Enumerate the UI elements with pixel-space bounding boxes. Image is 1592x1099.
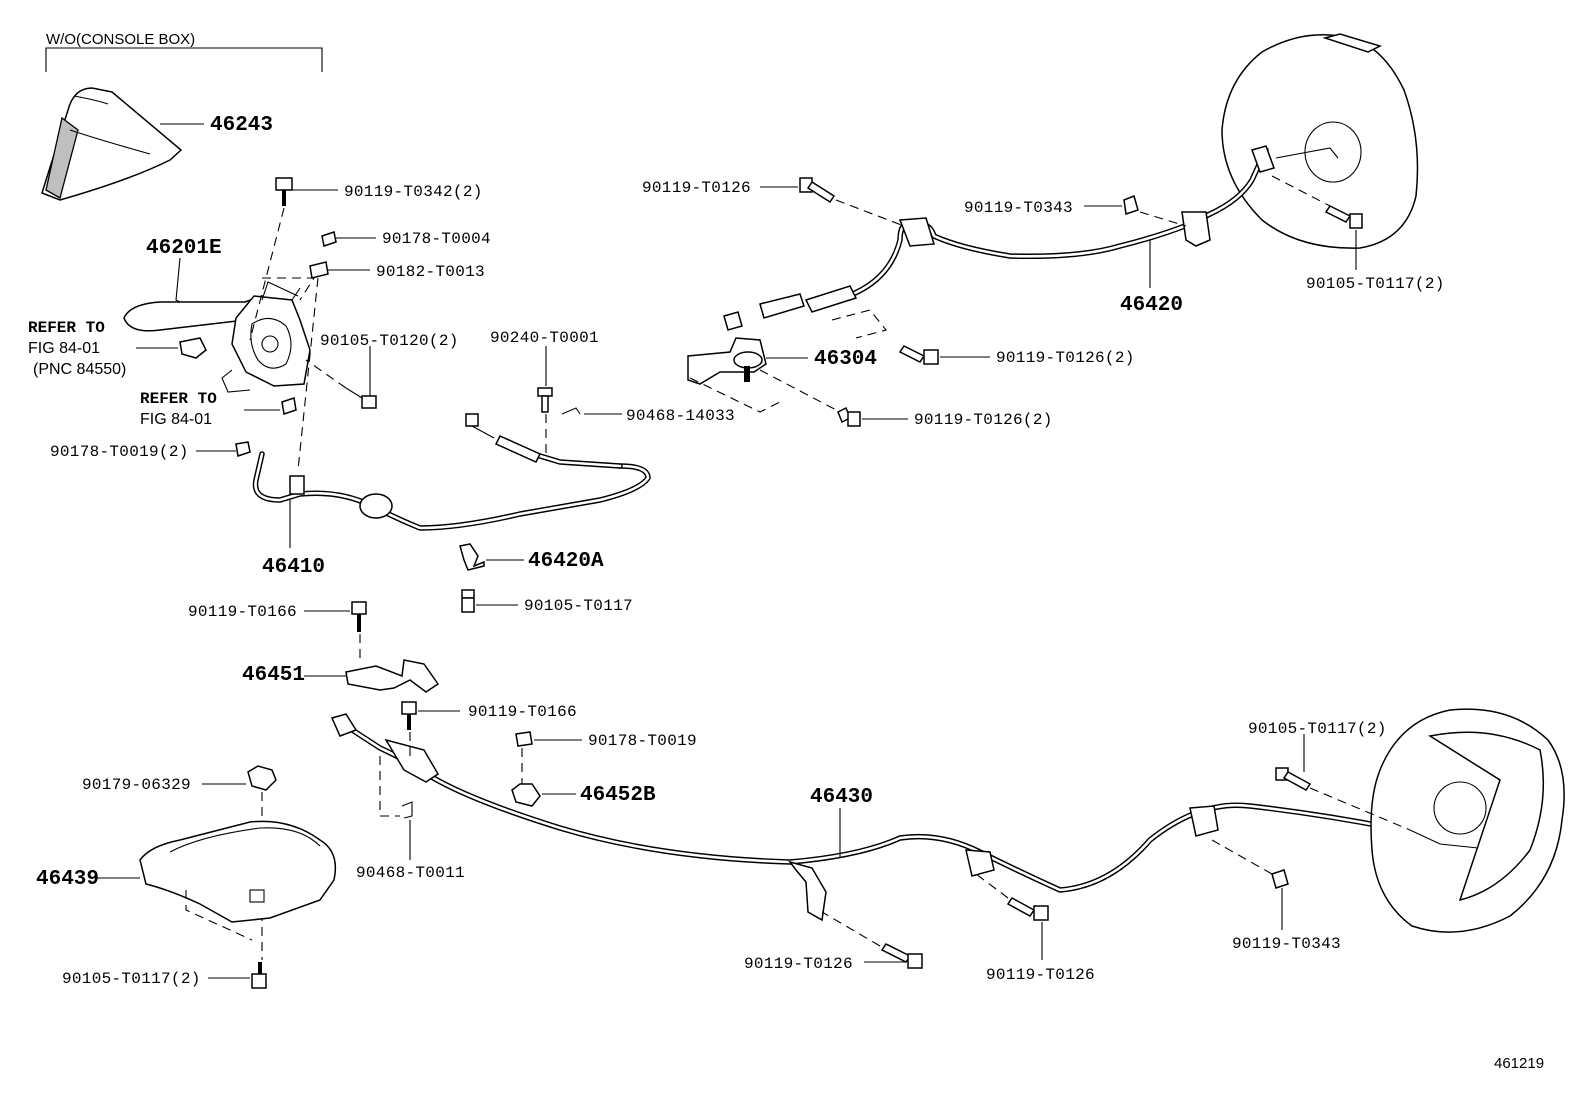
nut-lever-2-icon [309, 261, 329, 279]
refer-bolt [281, 397, 297, 415]
bolt-lh-rear-icon [1271, 869, 1289, 889]
nut-cover-icon [247, 765, 277, 791]
lh-cable-part [330, 713, 1423, 922]
label-bolt-bellcrank[interactable]: 90119-T0126(2) [996, 349, 1135, 367]
boot-part [41, 87, 183, 201]
label-clamp-lh[interactable]: 46452B [580, 784, 656, 807]
bolt-bellcrank-2-icon [837, 406, 861, 427]
label-bolt-lh-front[interactable]: 90119-T0166 [468, 703, 577, 721]
label-bolt-lever-2[interactable]: 90105-T0120(2) [320, 332, 459, 350]
label-clamp-front[interactable]: 46420A [528, 550, 604, 573]
label-bolt-rh-cable-2[interactable]: 90119-T0343 [964, 199, 1073, 217]
label-bolt-lever[interactable]: 90119-T0342(2) [344, 183, 483, 201]
label-bolt-bellcrank-2[interactable]: 90119-T0126(2) [914, 411, 1053, 429]
bracket-part [345, 659, 440, 693]
lever-fig-link[interactable]: FIG 84-01 [28, 340, 100, 357]
nut-lever-icon [321, 231, 337, 247]
console-box-note: W/O(CONSOLE BOX) [45, 31, 323, 72]
clamp-lh-icon [511, 783, 541, 807]
label-rh-cable[interactable]: 46420 [1120, 294, 1183, 317]
bolt-fig-link[interactable]: FIG 84-01 [140, 411, 212, 428]
bolt-lever-icon [275, 177, 293, 206]
figure-number: 461219 [1494, 1055, 1544, 1072]
bolt-lh-bracket-icon [880, 943, 923, 969]
label-clip-equalizer[interactable]: 90468-14033 [626, 407, 735, 425]
bolt-lh-front-icon [401, 701, 417, 730]
bolt-bracket-icon [351, 601, 367, 632]
bellcrank-part [687, 337, 767, 385]
bolt-backing-lh-icon [1275, 767, 1312, 791]
lh-backing-plate [1370, 708, 1565, 933]
lever-refer-text: REFER TO [28, 319, 105, 337]
label-bolt-backing-rh[interactable]: 90105-T0117(2) [1306, 275, 1445, 293]
label-nut-front-cable[interactable]: 90178-T0019(2) [50, 443, 189, 461]
pin-equalizer-icon [537, 387, 553, 413]
label-bolt-clamp-front[interactable]: 90105-T0117 [524, 597, 633, 615]
bolt-cover-icon [251, 962, 267, 989]
cover-part [139, 820, 337, 923]
lever-pnc-text: (PNC 84550) [33, 361, 126, 378]
bolt-bellcrank-icon [898, 345, 939, 365]
clip-lh-icon [401, 801, 413, 819]
label-bolt-lh-bracket-2[interactable]: 90119-T0126 [986, 966, 1095, 984]
bolt-rh-cable-icon [799, 177, 836, 204]
label-bolt-lh-bracket[interactable]: 90119-T0126 [744, 955, 853, 973]
console-box-note-text: W/O(CONSOLE BOX) [46, 31, 195, 48]
label-boot[interactable]: 46243 [210, 114, 273, 137]
bolt-refer-text: REFER TO [140, 390, 217, 408]
rh-backing-plate [1221, 33, 1419, 249]
label-bellcrank[interactable]: 46304 [814, 348, 877, 371]
nut-clamp-lh-icon [515, 731, 533, 747]
label-nut-lever[interactable]: 90178-T0004 [382, 230, 491, 248]
bolt-lh-bracket-2-icon [1006, 897, 1049, 921]
label-nut-cover[interactable]: 90179-06329 [82, 776, 191, 794]
front-cable-part [252, 413, 651, 531]
clip-equalizer-icon [561, 407, 581, 415]
label-cover[interactable]: 46439 [36, 868, 99, 891]
bolt-clamp-front-icon [461, 589, 475, 613]
label-bracket[interactable]: 46451 [242, 664, 305, 687]
label-lever[interactable]: 46201E [146, 237, 222, 260]
bolt-lever-2-icon [345, 387, 377, 409]
label-clip-lh[interactable]: 90468-T0011 [356, 864, 465, 882]
lever-part [123, 281, 311, 393]
clamp-front-icon [459, 543, 485, 571]
label-front-cable[interactable]: 46410 [262, 556, 325, 579]
bolt-rh-cable-2-icon [1123, 194, 1139, 215]
bolt-backing-rh-icon [1324, 205, 1363, 229]
nut-front-cable-icon [235, 441, 251, 457]
label-nut-lever-2[interactable]: 90182-T0013 [376, 263, 485, 281]
label-bolt-rh-cable[interactable]: 90119-T0126 [642, 179, 751, 197]
label-pin-equalizer[interactable]: 90240-T0001 [490, 329, 599, 347]
label-lh-cable[interactable]: 46430 [810, 786, 873, 809]
rh-cable-part [723, 145, 1275, 331]
label-bolt-cover[interactable]: 90105-T0117(2) [62, 970, 201, 988]
label-bolt-lh-rear[interactable]: 90119-T0343 [1232, 935, 1341, 953]
label-nut-clamp-lh[interactable]: 90178-T0019 [588, 732, 697, 750]
label-bolt-bracket[interactable]: 90119-T0166 [188, 603, 297, 621]
label-bolt-backing-lh[interactable]: 90105-T0117(2) [1248, 720, 1387, 738]
switch-part [179, 337, 207, 359]
